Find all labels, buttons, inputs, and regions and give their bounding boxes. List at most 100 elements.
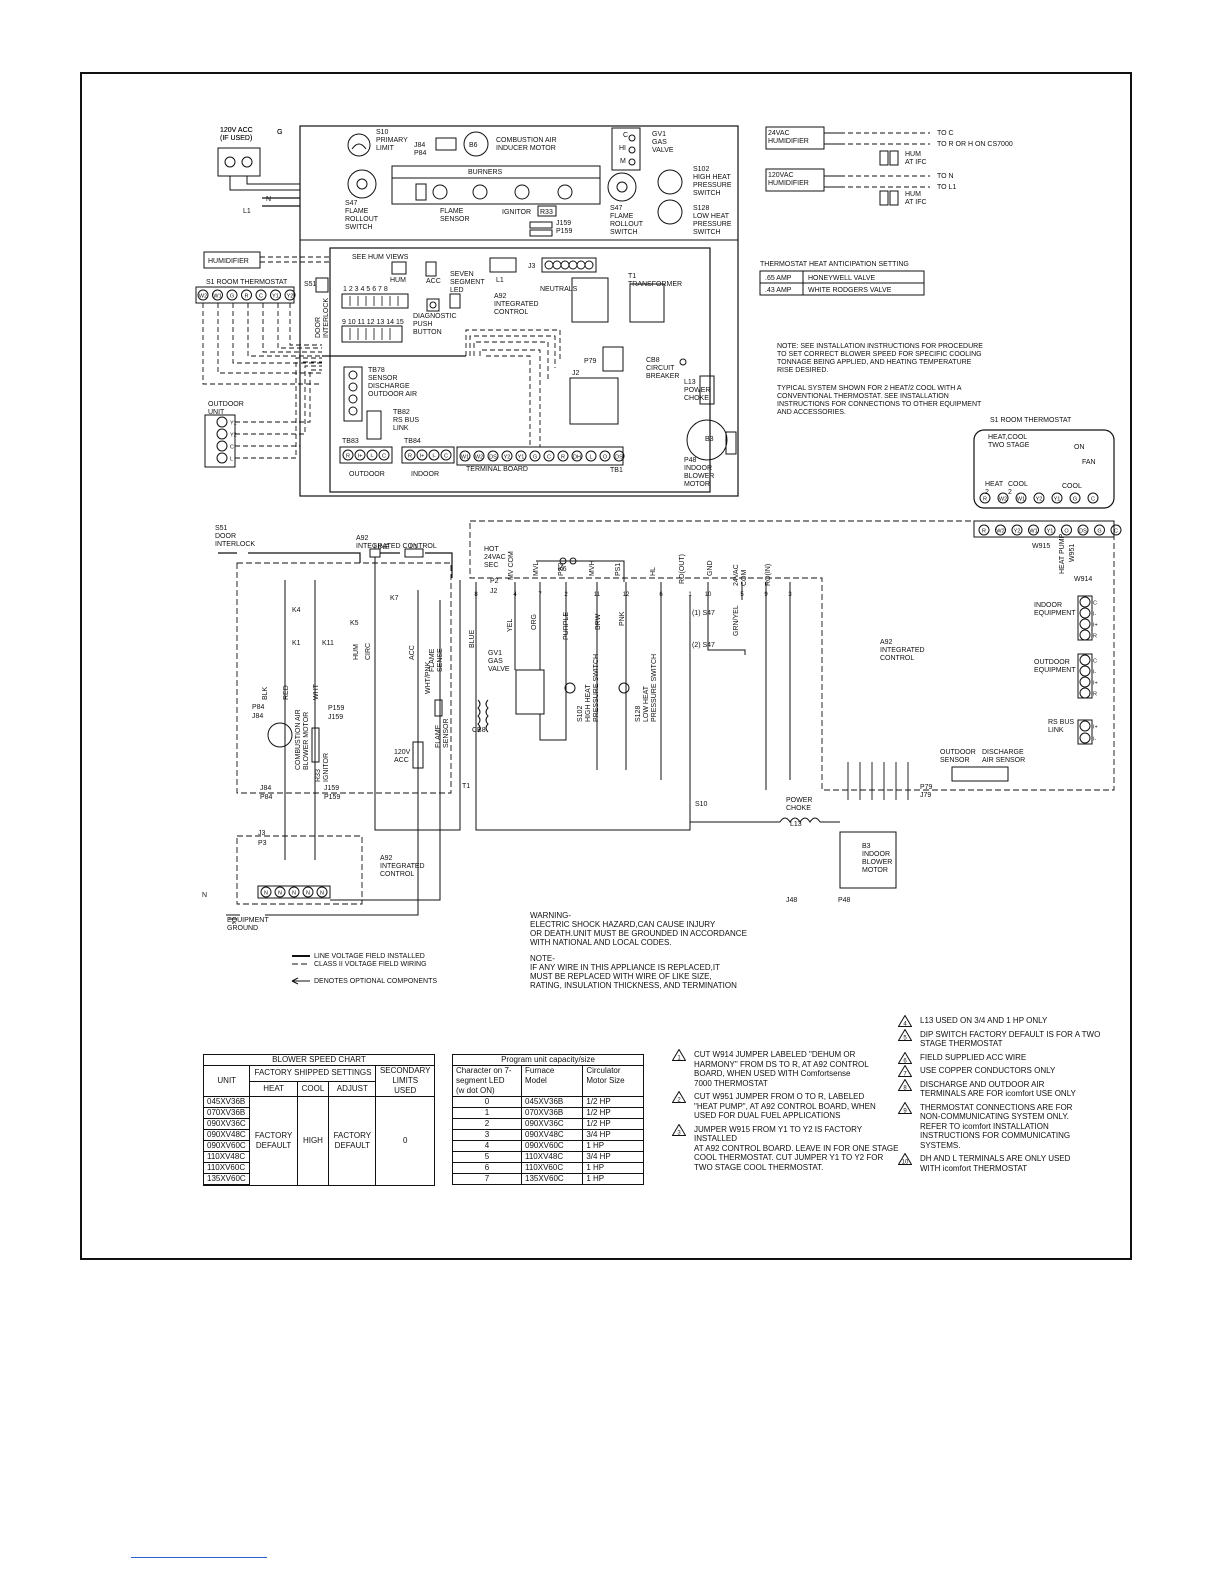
thermostat-right-row-terminal (1094, 524, 1105, 536)
legend-class2-label: CLASS II VOLTAGE FIELD WIRING (314, 961, 427, 968)
n-label: N (266, 196, 271, 203)
thermostat-left-terminal-label: W1 (213, 294, 221, 300)
unit-row: 090XV60C (204, 1141, 250, 1152)
j2-pin-label: 3 (788, 592, 792, 598)
note-typical-label: TYPICAL SYSTEM SHOWN FOR 2 HEAT/2 COOL W… (777, 385, 982, 416)
note-text: DISCHARGE AND OUTDOOR AIR TERMINALS ARE … (920, 1079, 1076, 1099)
to-c-label: TO C (937, 130, 954, 137)
p79-label: P79 (584, 358, 597, 365)
t1-lower-label: T1 (462, 783, 470, 790)
tb1-terminal (501, 450, 513, 462)
amp43-label: .43 AMP (765, 287, 792, 294)
diagram-frame (80, 72, 1132, 1260)
thermostat-left-terminal-label: G (230, 294, 234, 300)
note-text: CUT W951 JUMPER FROM O TO R, LABELED "HE… (694, 1092, 876, 1120)
tb83-terminal-label: I- (370, 454, 374, 460)
a92-bottom-terminal-label: N (320, 891, 324, 897)
circ-label: CIRC (365, 643, 372, 660)
rs-bus-terminal (1079, 732, 1091, 744)
outdoor-unit-terminal-label: C (230, 445, 234, 451)
col-factory: FACTORY SHIPPED SETTINGS (249, 1065, 377, 1082)
note-text: USE COPPER CONDUCTORS ONLY (920, 1066, 1056, 1075)
svg-text:8: 8 (903, 1085, 907, 1091)
unit-row: 070XV36B (204, 1108, 250, 1119)
col-secondary: SECONDARY LIMITS USED (375, 1065, 435, 1097)
white-rodgers-label: WHITE RODGERS VALVE (808, 287, 892, 294)
col-motor: Circulator Motor Size (582, 1065, 644, 1097)
p3-lower-label: P3 (258, 840, 267, 847)
humidifier-120vac-box (765, 168, 825, 192)
neutrals-label: NEUTRALS (540, 286, 578, 293)
tb1-terminal-label: R (561, 455, 565, 461)
cell-char: 7 (452, 1173, 522, 1185)
program-title: Program unit capacity/size (452, 1054, 644, 1066)
to-r-label: TO R OR H ON CS7000 (937, 141, 1013, 148)
cell-char: 1 (452, 1107, 522, 1119)
svg-text:10: 10 (902, 1160, 909, 1166)
j2-pin-label: 1 (688, 592, 692, 598)
j2-pin-label: 6 (659, 592, 663, 598)
b6-combustion-blower-icon (267, 722, 293, 748)
thermostat-right-top-terminal-label: W1 (1017, 497, 1025, 503)
tb1-terminal-label: C (547, 455, 551, 461)
ignitor-label: IGNITOR (502, 209, 531, 216)
tb1-terminal (613, 450, 625, 462)
thermostat-left-terminal (212, 289, 223, 301)
a92-bottom-terminal-label: N (292, 891, 296, 897)
to-n-label: TO N (937, 173, 954, 180)
j2-label: J2 (572, 370, 580, 377)
program-unit-table: Program unit capacity/size Character on … (452, 1054, 644, 1185)
cell-model: 090XV36C (520, 1118, 584, 1130)
w914-label: W914 (1074, 576, 1092, 583)
tb83-terminal (366, 449, 378, 461)
tb1-terminal (487, 450, 499, 462)
thermostat-left-terminal (241, 289, 252, 301)
tb84-terminal-label: I- (432, 454, 436, 460)
svg-text:4: 4 (903, 1022, 907, 1028)
red-label: RED (283, 685, 290, 700)
svg-text:7: 7 (903, 1072, 907, 1078)
svg-text:2: 2 (677, 1098, 681, 1104)
thermostat-right-row-terminal-label: C (1114, 529, 1118, 535)
thermostat-left-terminal (255, 289, 267, 301)
see-hum-label: SEE HUM VIEWS (352, 254, 409, 261)
humidifier-24vac-box (765, 126, 825, 150)
tb1-terminal (543, 450, 555, 462)
tb1-terminal (473, 450, 485, 462)
thermostat-right-top-terminal (997, 492, 1009, 504)
j48-lower-label: J48 (786, 897, 797, 904)
tb83-terminal-label: I+ (358, 454, 363, 460)
mv-com-label: MV COM (508, 551, 515, 580)
footer-link-line (131, 1557, 267, 1558)
indoor-equipment-terminal (1079, 607, 1091, 619)
p159c-label: P159 (324, 794, 340, 801)
outdoor-label: OUTDOOR (349, 471, 385, 478)
thermostat-left-terminal-label: R (245, 294, 249, 300)
a92-bottom-terminal (316, 886, 328, 898)
thermostat-left-terminal-label: W2 (199, 294, 207, 300)
blk-label: BLK (262, 686, 269, 700)
cell-model: 070XV36B (520, 1107, 584, 1119)
thermostat-left-terminal-label: Y1 (272, 294, 279, 300)
s1-thermostat-label: S1 ROOM THERMOSTAT (206, 279, 288, 286)
tb84-terminal-label: C (444, 454, 448, 460)
tb1-terminal (585, 450, 597, 462)
gv1-m-label: M (620, 158, 626, 165)
s51-label: S51 (304, 281, 317, 288)
p2-label: P2 (490, 578, 499, 585)
j84-label: J84 (252, 713, 263, 720)
furnace-cabinet (299, 125, 739, 497)
note-text: JUMPER W915 FROM Y1 TO Y2 IS FACTORY INS… (694, 1124, 899, 1172)
